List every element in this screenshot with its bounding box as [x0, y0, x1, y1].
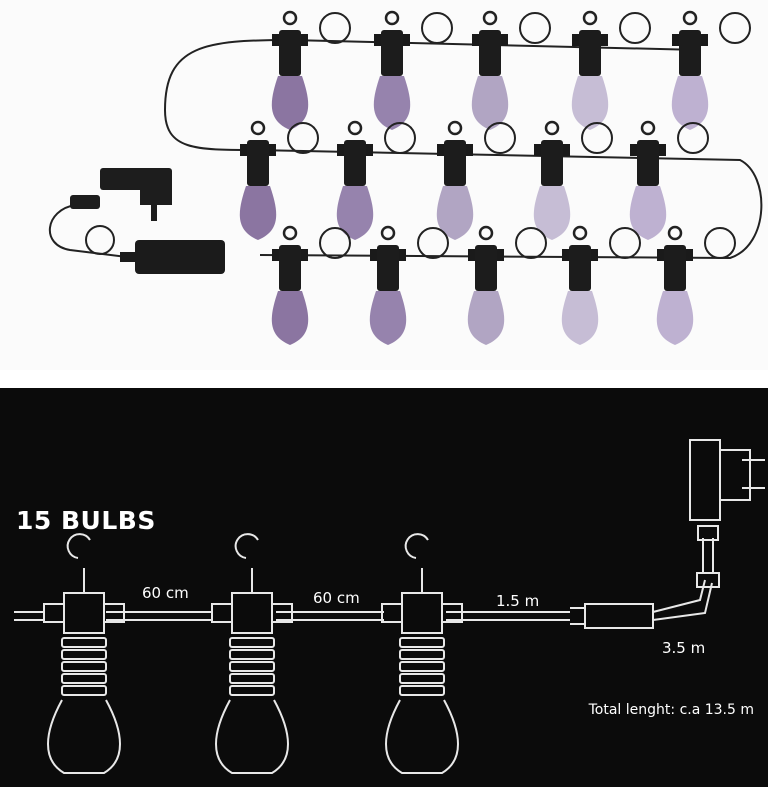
diagram-bulb: [43, 533, 125, 774]
string-light-bulb: [471, 10, 551, 130]
string-light-bulb: [369, 225, 449, 345]
controller-box: [120, 240, 225, 274]
string-light-bulb: [533, 120, 613, 240]
string-light-bulb: [436, 120, 516, 240]
cable-length-label: 3.5 m: [662, 639, 706, 657]
string-light-bulb: [336, 120, 416, 240]
product-photo: [0, 0, 768, 370]
spacing-label-2: 60 cm: [313, 589, 360, 607]
bulb-count-title: 15 BULBS: [16, 506, 156, 535]
string-light-bulb: [561, 225, 641, 345]
diagram-panel: 15 BULBS 60 cm 60 cm 1.5 m 3.5 m Total l…: [0, 388, 768, 787]
string-light-bulb: [239, 120, 319, 240]
total-length-label: Total lenght: c.a 13.5 m: [588, 702, 754, 718]
string-light-bulb: [373, 10, 453, 130]
string-light-bulb: [271, 10, 351, 130]
diagram-bulb: [381, 533, 463, 774]
diagram-bulb: [211, 533, 293, 774]
string-light-bulb: [571, 10, 651, 130]
string-light-bulb: [467, 225, 547, 345]
string-light-bulb: [656, 225, 736, 345]
spacing-label-1: 60 cm: [142, 584, 189, 602]
lead-length-label: 1.5 m: [496, 592, 540, 610]
plug: [70, 168, 172, 221]
separator: [0, 370, 768, 388]
string-light-bulb: [271, 225, 351, 345]
string-light-bulb: [629, 120, 709, 240]
line-diagram: [14, 439, 765, 774]
string-light-bulb: [671, 10, 751, 130]
